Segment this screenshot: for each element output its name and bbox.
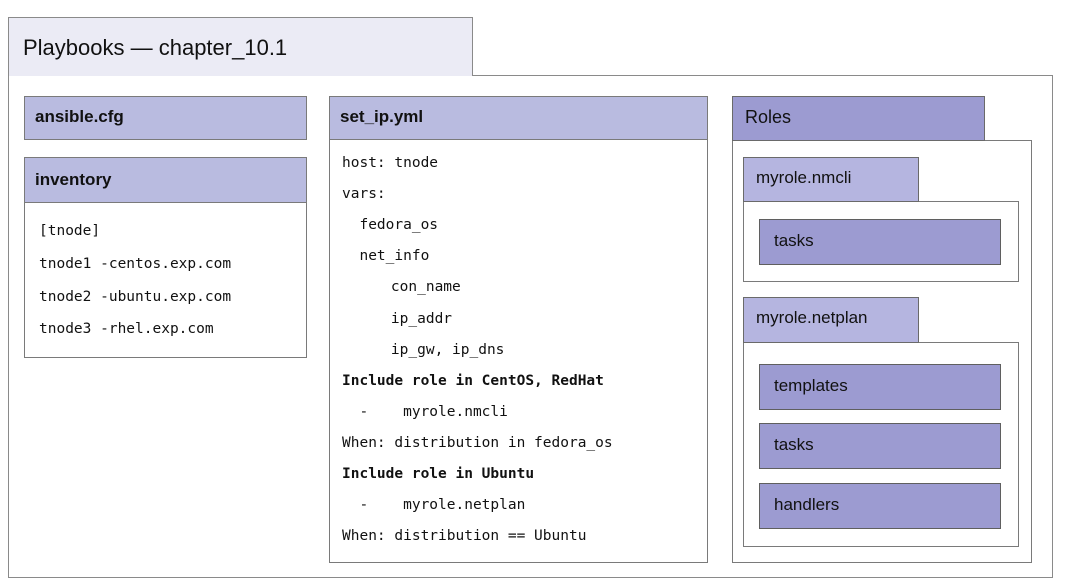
set-ip-header: set_ip.yml bbox=[329, 96, 708, 140]
code-line: net_info bbox=[342, 248, 430, 264]
role-netplan-header: myrole.netplan bbox=[743, 297, 919, 343]
inventory-line: [tnode] bbox=[39, 223, 101, 239]
set-ip-body: host: tnode vars: fedora_os net_info con… bbox=[329, 139, 708, 563]
code-line: When: distribution in fedora_os bbox=[342, 435, 613, 451]
code-line: ip_gw, ip_dns bbox=[356, 342, 505, 358]
inventory-header: inventory bbox=[24, 157, 307, 203]
code-line: con_name bbox=[356, 279, 461, 295]
role-item-templates: templates bbox=[759, 364, 1001, 410]
code-line: When: distribution == Ubuntu bbox=[342, 528, 587, 544]
ansible-cfg-header: ansible.cfg bbox=[24, 96, 307, 140]
code-line: ip_addr bbox=[356, 311, 453, 327]
role-nmcli-header: myrole.nmcli bbox=[743, 157, 919, 202]
inventory-line: tnode2 -ubuntu.exp.com bbox=[39, 289, 232, 305]
code-line: Include role in Ubuntu bbox=[342, 466, 535, 482]
role-item-handlers: handlers bbox=[759, 483, 1001, 529]
code-line: fedora_os bbox=[342, 217, 439, 233]
code-line: - myrole.netplan bbox=[342, 497, 526, 513]
role-item-tasks: tasks bbox=[759, 219, 1001, 265]
role-item-tasks: tasks bbox=[759, 423, 1001, 469]
roles-header: Roles bbox=[732, 96, 985, 141]
inventory-body: [tnode] tnode1 -centos.exp.com tnode2 -u… bbox=[24, 202, 307, 358]
code-line: - myrole.nmcli bbox=[342, 404, 508, 420]
code-line: host: tnode bbox=[342, 155, 439, 171]
inventory-line: tnode1 -centos.exp.com bbox=[39, 256, 232, 272]
inventory-line: tnode3 -rhel.exp.com bbox=[39, 321, 214, 337]
code-line: Include role in CentOS, RedHat bbox=[342, 373, 604, 389]
page-title: Playbooks — chapter_10.1 bbox=[8, 17, 473, 76]
code-line: vars: bbox=[342, 186, 386, 202]
